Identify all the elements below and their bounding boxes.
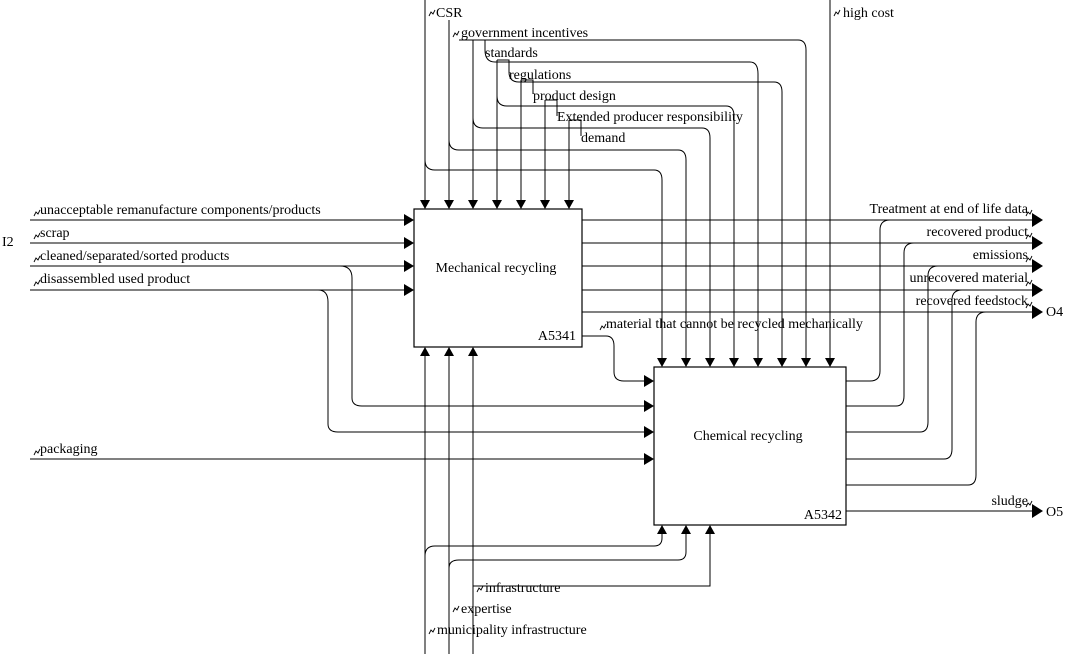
input-label: unacceptable remanufacture components/pr…	[40, 203, 321, 218]
mechanism-label: expertise	[461, 602, 512, 617]
control-label: high cost	[843, 6, 894, 21]
control-label: product design	[533, 89, 616, 104]
box-chemical-recycling: Chemical recycling A5342	[653, 366, 847, 526]
output-label: emissions	[973, 248, 1028, 263]
output-label: sludge	[991, 494, 1028, 509]
input-label: scrap	[40, 226, 70, 241]
control-label: regulations	[509, 68, 571, 83]
output-label: recovered product	[927, 225, 1029, 240]
control-label: CSR	[436, 6, 463, 21]
control-label: demand	[581, 131, 625, 146]
output-label: unrecovered material	[909, 271, 1028, 286]
connector-lines	[30, 0, 1034, 654]
input-label: packaging	[40, 442, 98, 457]
control-labels: CSR government incentives standards regu…	[436, 6, 894, 146]
intermediate-label: material that cannot be recycled mechani…	[606, 317, 863, 332]
box-node-id: A5342	[804, 508, 842, 523]
node-label-i2: I2	[2, 235, 14, 250]
input-labels: I2 unacceptable remanufacture components…	[2, 203, 321, 457]
box-title: Chemical recycling	[693, 429, 802, 444]
box-mechanical-recycling: Mechanical recycling A5341	[413, 208, 583, 348]
arrowheads	[404, 200, 1043, 534]
node-label-o4: O4	[1046, 305, 1063, 320]
box-node-id: A5341	[538, 329, 576, 344]
mechanism-label: infrastructure	[485, 581, 560, 596]
mechanism-labels: infrastructure expertise municipality in…	[437, 581, 587, 638]
output-label: recovered feedstock	[916, 294, 1028, 309]
input-label: disassembled used product	[40, 272, 190, 287]
control-label: government incentives	[461, 26, 588, 41]
box-title: Mechanical recycling	[436, 261, 557, 276]
node-label-o5: O5	[1046, 505, 1063, 520]
control-label: standards	[485, 46, 538, 61]
control-label: Extended producer responsibility	[557, 110, 743, 125]
output-labels: Treatment at end of life data recovered …	[870, 202, 1064, 520]
input-label: cleaned/separated/sorted products	[40, 249, 229, 264]
label-squiggles	[33, 9, 1033, 635]
output-label: Treatment at end of life data	[870, 202, 1029, 217]
mechanism-label: municipality infrastructure	[437, 623, 587, 638]
